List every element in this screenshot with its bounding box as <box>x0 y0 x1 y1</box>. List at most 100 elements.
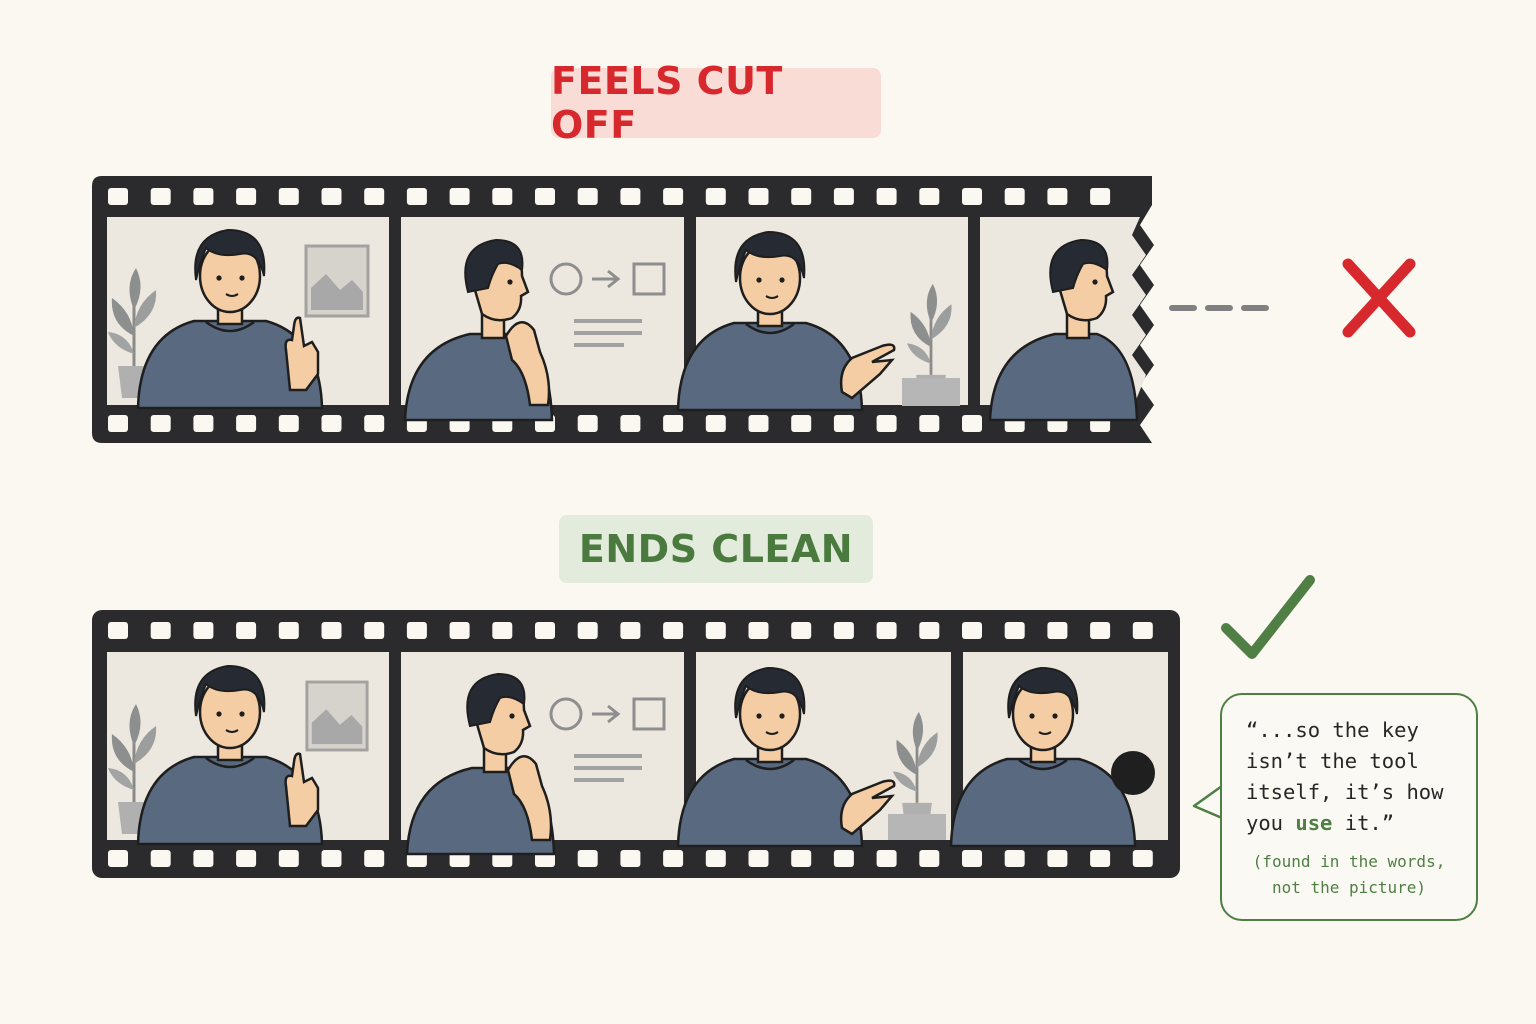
sprocket-hole <box>150 850 171 867</box>
sprocket-hole <box>919 188 940 205</box>
sprocket-hole <box>663 415 684 432</box>
speech-bubble-tail <box>1192 784 1223 820</box>
sprocket-hole <box>236 188 257 205</box>
sprocket-hole <box>1004 850 1025 867</box>
sprocket-hole <box>791 622 812 639</box>
quote-emphasis: use <box>1295 811 1333 835</box>
sprocket-hole <box>791 850 812 867</box>
sprocket-hole <box>150 188 171 205</box>
frame-2 <box>401 652 684 856</box>
ends-clean-label: ENDS CLEAN <box>559 515 873 583</box>
sprocket-hole <box>321 188 342 205</box>
frame-4-cut <box>980 217 1146 422</box>
frame-1 <box>106 652 389 846</box>
sprocket-hole <box>364 415 385 432</box>
sprocket-hole <box>748 415 769 432</box>
sprocket-hole <box>108 622 128 639</box>
sprocket-hole <box>193 622 214 639</box>
sprocket-hole <box>492 188 513 205</box>
sprocket-hole <box>236 415 257 432</box>
quote-part: “...so the key isn’t the tool itself, it… <box>1246 718 1444 835</box>
sprocket-hole <box>193 850 214 867</box>
sprocket-hole <box>449 622 470 639</box>
sprocket-hole <box>620 622 641 639</box>
cross-icon <box>1342 258 1416 338</box>
open-hand <box>839 779 896 836</box>
sprocket-hole <box>321 415 342 432</box>
sprocket-hole <box>321 622 342 639</box>
sprocket-hole <box>962 850 982 867</box>
film-strip-ends-clean <box>92 575 1315 878</box>
open-hand <box>839 343 896 400</box>
frame-3 <box>676 652 951 848</box>
sprocket-hole <box>236 622 257 639</box>
sprocket-hole <box>876 850 897 867</box>
film-strip-cut-off <box>92 176 1416 443</box>
sprocket-hole <box>962 188 982 205</box>
sprocket-hole <box>1047 850 1068 867</box>
picture-frame-icon <box>305 680 369 752</box>
pointing-hand <box>284 752 320 828</box>
sprocket-hole <box>108 188 128 205</box>
quote-note: (found in the words, not the picture) <box>1252 852 1446 897</box>
sprocket-hole <box>876 188 897 205</box>
sprocket-hole <box>364 622 385 639</box>
sprocket-hole <box>705 415 726 432</box>
sprocket-hole <box>876 622 897 639</box>
sprocket-hole <box>833 188 854 205</box>
sprocket-hole <box>791 188 812 205</box>
frame-2 <box>401 217 684 422</box>
sprocket-hole <box>1090 188 1111 205</box>
chin-hand <box>506 755 553 842</box>
sprocket-hole <box>577 188 598 205</box>
sprocket-hole <box>193 415 214 432</box>
sprocket-hole <box>150 622 171 639</box>
plant-stand <box>902 378 960 406</box>
quote-part: it.” <box>1332 811 1395 835</box>
picture-frame-icon <box>304 244 370 318</box>
sprocket-hole <box>748 850 769 867</box>
sprocket-hole <box>876 415 897 432</box>
sprocket-hole <box>577 622 598 639</box>
quote-text: “...so the key isn’t the tool itself, it… <box>1246 715 1462 839</box>
sprocket-hole <box>1132 850 1153 867</box>
sprocket-hole <box>1090 622 1111 639</box>
sprocket-hole <box>108 415 128 432</box>
sprocket-hole <box>535 188 555 205</box>
sprocket-hole <box>278 850 299 867</box>
plant-stand <box>888 814 946 840</box>
sprocket-holes <box>108 188 1111 432</box>
pointing-hand <box>284 316 320 392</box>
sprocket-hole <box>364 850 385 867</box>
sprocket-hole <box>748 622 769 639</box>
sprocket-hole <box>321 850 342 867</box>
sprocket-hole <box>705 622 726 639</box>
sprocket-hole <box>919 850 940 867</box>
sprocket-hole <box>962 415 982 432</box>
sprocket-hole <box>663 622 684 639</box>
sprocket-hole <box>278 188 299 205</box>
sprocket-hole <box>535 622 555 639</box>
sprocket-hole <box>193 188 214 205</box>
sprocket-hole <box>577 850 598 867</box>
sprocket-hole <box>833 622 854 639</box>
frame-3 <box>676 217 968 412</box>
sprocket-hole <box>1132 622 1153 639</box>
sprocket-hole <box>449 188 470 205</box>
sprocket-hole <box>791 415 812 432</box>
sprocket-hole <box>577 415 598 432</box>
end-dot-icon <box>1111 751 1155 795</box>
sprocket-hole <box>1004 188 1025 205</box>
sprocket-hole <box>278 415 299 432</box>
sprocket-hole <box>278 622 299 639</box>
sprocket-hole <box>919 622 940 639</box>
speech-bubble: “...so the key isn’t the tool itself, it… <box>1220 693 1478 921</box>
check-icon <box>1221 575 1315 659</box>
sprocket-hole <box>833 850 854 867</box>
sprocket-hole <box>364 188 385 205</box>
sprocket-hole <box>663 850 684 867</box>
sprocket-hole <box>620 415 641 432</box>
sprocket-hole <box>150 415 171 432</box>
frame-1 <box>106 217 389 410</box>
